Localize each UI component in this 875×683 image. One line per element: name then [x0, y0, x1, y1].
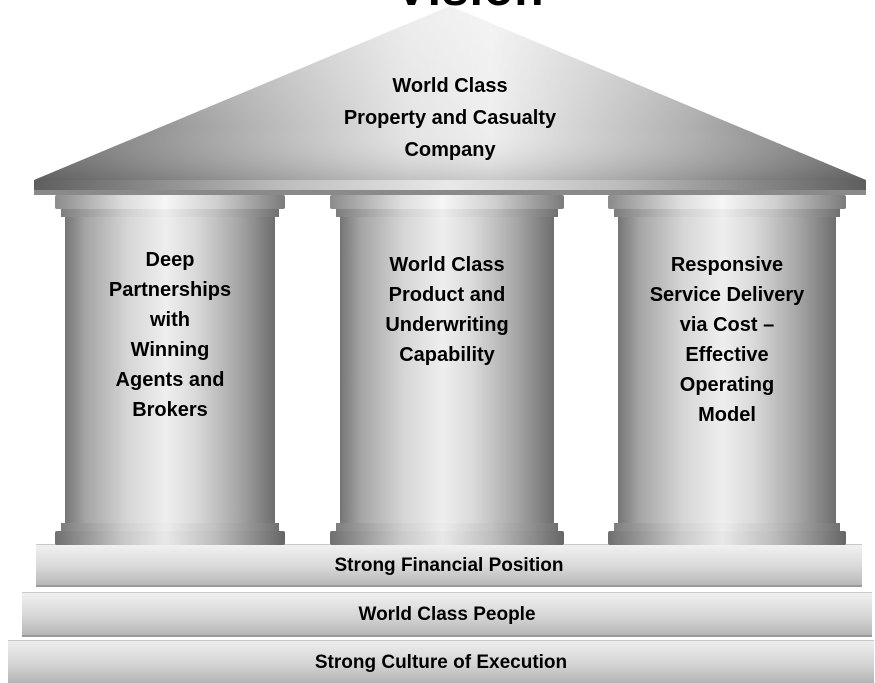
pillar-label-line: via Cost –	[679, 314, 775, 336]
roof-label-line: Property and Casualty	[343, 107, 557, 129]
step-label: Strong Culture of Execution	[314, 651, 568, 673]
pillar-capital-ring	[61, 209, 279, 217]
pillar-label-line: World Class	[389, 254, 505, 276]
step-people: World Class People	[22, 592, 872, 635]
pillar-label: World Class Product and Underwriting Cap…	[340, 250, 554, 370]
pillar-product-underwriting: World Class Product and Underwriting Cap…	[330, 195, 564, 545]
pillar-base-ring	[336, 523, 558, 531]
roof-pediment	[34, 6, 866, 195]
pillar-label-line: Agents and	[115, 369, 225, 391]
pillar-base-ring	[61, 523, 279, 531]
pillar-capital	[608, 195, 846, 209]
pillar-partnerships: Deep Partnerships with Winning Agents an…	[55, 195, 285, 545]
pillar-label-line: Effective	[685, 344, 769, 366]
pillar-label-line: Winning	[130, 339, 210, 361]
pillar-base	[608, 531, 846, 545]
pillar-capital	[55, 195, 285, 209]
pillar-label: Responsive Service Delivery via Cost – E…	[618, 250, 836, 430]
pillar-shaft	[65, 217, 275, 523]
pillar-base-ring	[614, 523, 840, 531]
pillar-label: Deep Partnerships with Winning Agents an…	[65, 245, 275, 425]
step-label: Strong Financial Position	[334, 554, 564, 576]
pillar-label-line: Underwriting	[385, 314, 509, 336]
pillar-service-delivery: Responsive Service Delivery via Cost – E…	[608, 195, 846, 545]
pillar-capital	[330, 195, 564, 209]
pillar-label-line: Deep	[145, 249, 195, 271]
pillar-label-line: Partnerships	[108, 279, 232, 301]
pillar-label-line: Responsive	[670, 254, 784, 276]
roof-label-line: Company	[404, 139, 496, 161]
pillar-label-line: Model	[698, 404, 756, 426]
step-financial-position: Strong Financial Position	[36, 544, 862, 585]
step-label: World Class People	[358, 603, 536, 625]
pillar-capital-ring	[336, 209, 558, 217]
pillar-base	[330, 531, 564, 545]
pillar-capital-ring	[614, 209, 840, 217]
pillar-shaft	[340, 217, 554, 523]
pillar-label-line: Capability	[399, 344, 495, 366]
pillar-label-line: Brokers	[132, 399, 208, 421]
pillar-label-line: with	[150, 309, 190, 331]
roof-label: World Class Property and Casualty Compan…	[305, 70, 595, 166]
pillar-label-line: Product and	[388, 284, 506, 306]
pillar-label-line: Operating	[679, 374, 775, 396]
pillar-base	[55, 531, 285, 545]
pillar-shaft	[618, 217, 836, 523]
roof-label-line: World Class	[392, 75, 508, 97]
step-culture: Strong Culture of Execution	[8, 640, 874, 683]
pillar-label-line: Service Delivery	[649, 284, 805, 306]
diagram-title: Vision	[380, 0, 560, 14]
